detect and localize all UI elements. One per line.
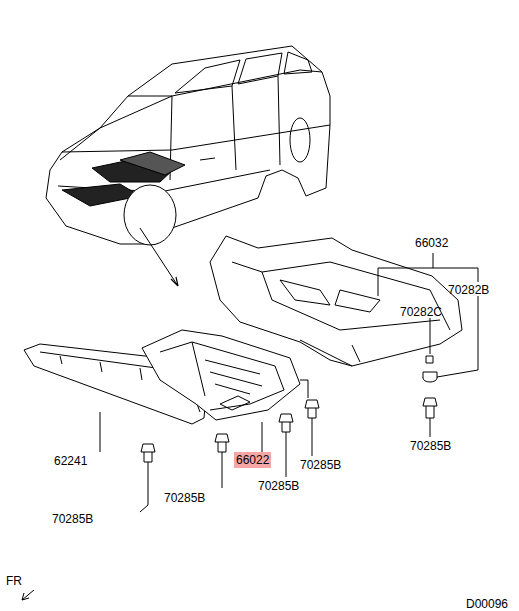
- highlighted-part-number: 66022: [234, 452, 271, 468]
- part-number: 66022: [236, 453, 269, 467]
- part-number: 70282B: [448, 283, 489, 297]
- diagram-code: D00096: [466, 597, 508, 611]
- part-number: 70285B: [258, 479, 299, 493]
- part-number: 70285B: [52, 512, 93, 526]
- part-number: 66032: [415, 236, 448, 250]
- bolts: [141, 356, 437, 462]
- part-number: 70282C: [400, 305, 442, 319]
- part-number: 70285B: [300, 458, 341, 472]
- part-number: 70285B: [410, 439, 451, 453]
- leader-lines: [22, 253, 478, 600]
- skid-plate-66022: [142, 330, 300, 420]
- part-number: 70285B: [164, 491, 205, 505]
- direction-mark: FR: [6, 574, 22, 588]
- part-number: 62241: [54, 454, 87, 468]
